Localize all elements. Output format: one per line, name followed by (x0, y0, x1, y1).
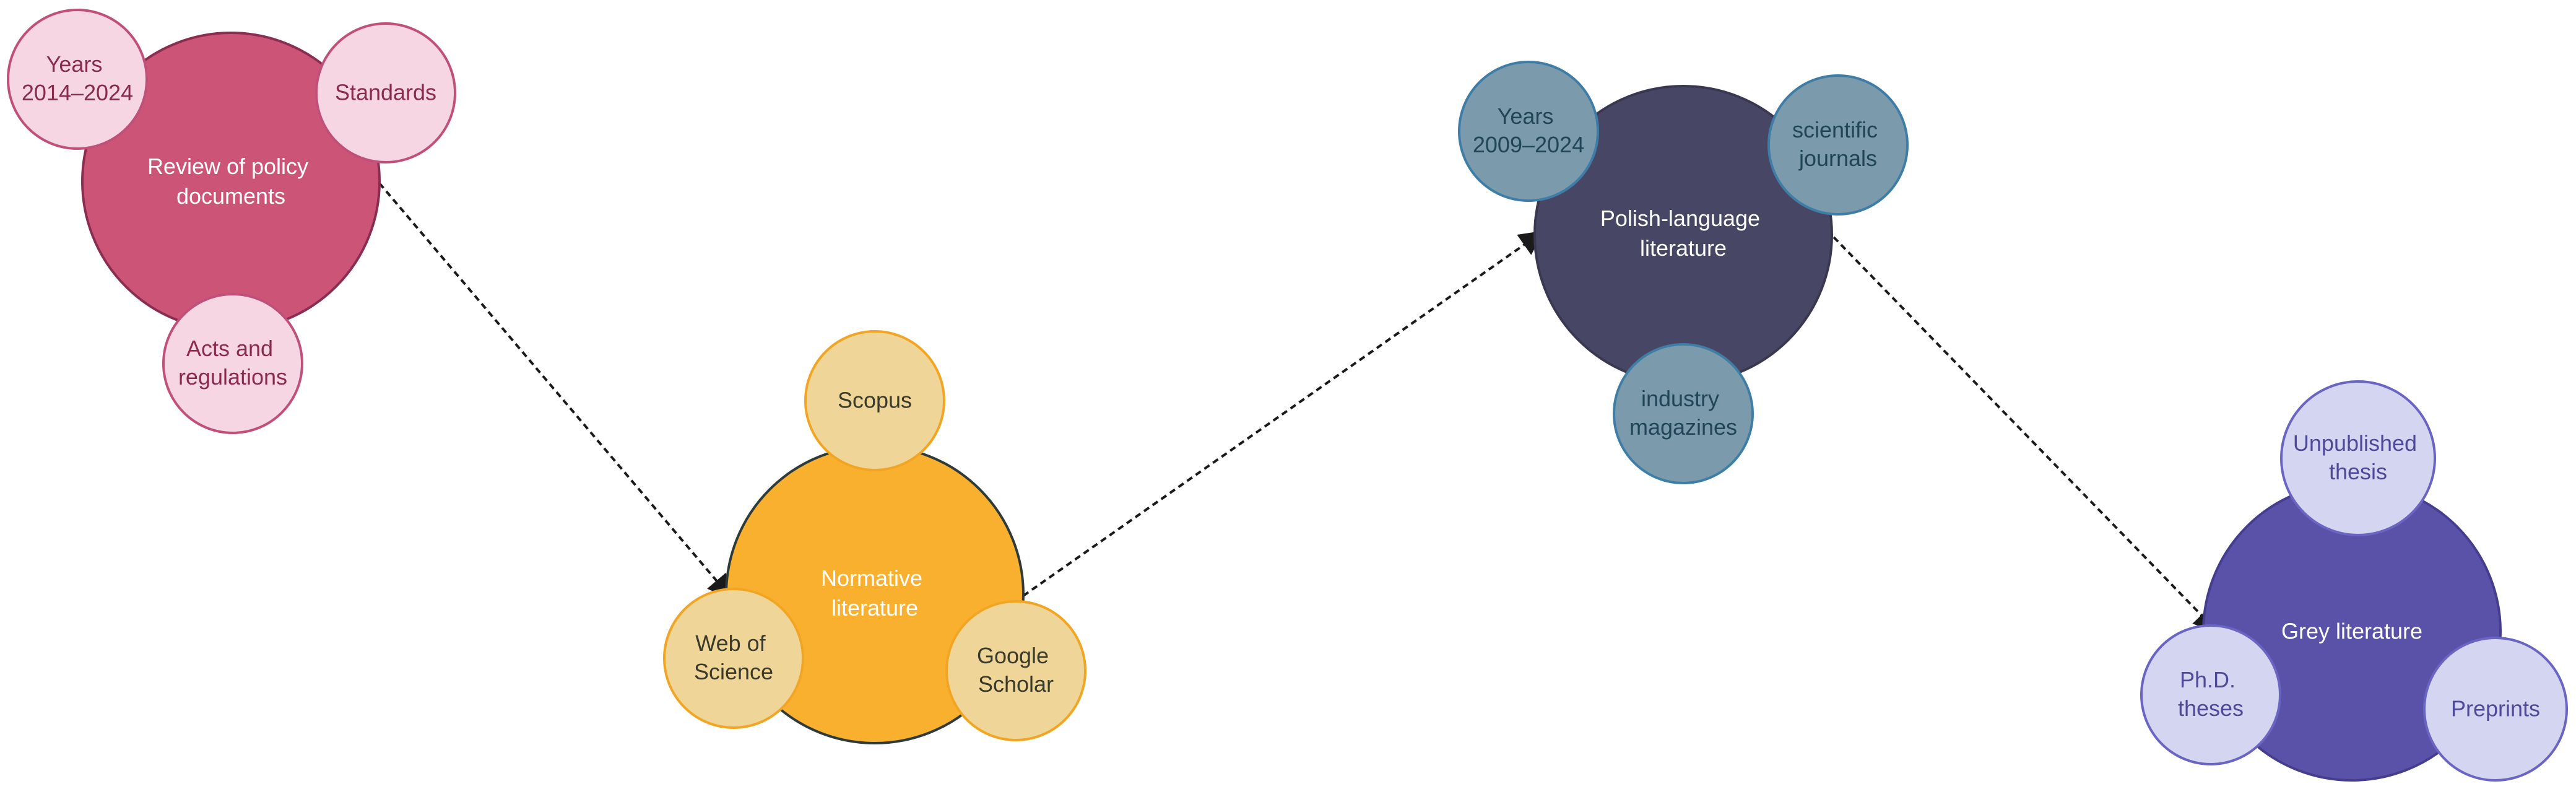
main-node-polish-label: Polish-language literature (1600, 206, 1766, 261)
policy-title-line-2: documents (176, 183, 285, 209)
sub-node-preprints (2423, 637, 2568, 782)
cluster-policy-documents: Review of policy documents Years 2014–20… (7, 9, 456, 434)
magazines-line-1: industry (1641, 386, 1719, 411)
cluster-polish-language-literature: Polish-language literature Years 2009–20… (1458, 61, 1909, 484)
sub-node-years-2009-2024 (1458, 61, 1599, 202)
sub-node-standards-label: Standards (335, 80, 436, 105)
phd-line-1: Ph.D. (2180, 667, 2236, 692)
sub-node-google-scholar (945, 600, 1086, 741)
sub-node-years-2014-2024-label: Years 2014–2024 (22, 51, 133, 105)
sub-node-industry-magazines-label: industry magazines (1629, 386, 1737, 440)
sub-node-acts-regulations-label: Acts and regulations (178, 336, 287, 390)
connector-polish-to-grey (1832, 236, 2219, 633)
acts-line-2: regulations (178, 364, 287, 390)
journals-line-2: journals (1798, 146, 1877, 171)
polish-title-line-1: Polish-language (1600, 206, 1760, 231)
cluster-normative-literature: Normative literature Scopus Web of Scien… (663, 330, 1086, 744)
acts-line-1: Acts and (186, 336, 273, 361)
main-node-normative-label: Normative literature (821, 565, 929, 621)
sub-node-acts-regulations (162, 293, 303, 434)
sub-node-web-of-science (663, 588, 804, 729)
cluster-grey-literature: Grey literature Unpublished thesis Ph.D.… (2140, 380, 2568, 782)
magazines-line-2: magazines (1629, 414, 1737, 440)
sub-node-years-2014-2024 (7, 9, 148, 150)
scholar-line-1: Google (977, 643, 1049, 668)
polish-title-line-2: literature (1640, 235, 1727, 261)
sub-node-scientific-journals (1767, 74, 1909, 216)
connector-policy-to-normative (378, 182, 733, 600)
main-node-policy-label: Review of policy documents (147, 154, 314, 209)
sub-node-google-scholar-label: Google Scholar (977, 643, 1055, 697)
policy-title-line-1: Review of policy (147, 154, 308, 179)
normative-title-line-2: literature (831, 595, 918, 621)
scholar-line-2: Scholar (978, 671, 1054, 697)
sub-node-scientific-journals-label: scientific journals (1792, 117, 1884, 171)
journals-line-1: scientific (1792, 117, 1878, 142)
sub-node-standards (315, 22, 456, 163)
sub-node-scopus-label: Scopus (838, 388, 912, 413)
wos-line-1: Web of (695, 630, 766, 656)
phd-line-2: theses (2178, 695, 2244, 721)
years-2014-line-2: 2014–2024 (22, 80, 133, 105)
normative-title-line-1: Normative (821, 565, 922, 591)
sub-node-web-of-science-label: Web of Science (694, 630, 773, 684)
sub-node-preprints-label: Preprints (2451, 696, 2540, 721)
sub-node-unpublished-thesis-label: Unpublished thesis (2293, 430, 2423, 484)
sub-node-phd-theses (2140, 624, 2281, 765)
unpublished-line-1: Unpublished (2293, 430, 2417, 456)
years-2014-line-1: Years (46, 51, 103, 77)
wos-line-2: Science (694, 659, 773, 684)
sub-node-industry-magazines (1613, 343, 1754, 484)
sub-node-phd-theses-label: Ph.D. theses (2178, 667, 2244, 721)
unpublished-line-2: thesis (2329, 459, 2387, 484)
years-2009-line-2: 2009–2024 (1473, 132, 1584, 157)
sub-node-scopus (804, 330, 945, 471)
sub-node-unpublished-thesis (2280, 380, 2436, 536)
years-2009-line-1: Years (1498, 103, 1554, 129)
sub-node-years-2009-2024-label: Years 2009–2024 (1473, 103, 1584, 157)
connector-normative-to-polish (1022, 230, 1545, 597)
main-node-grey-label: Grey literature (2281, 619, 2422, 644)
